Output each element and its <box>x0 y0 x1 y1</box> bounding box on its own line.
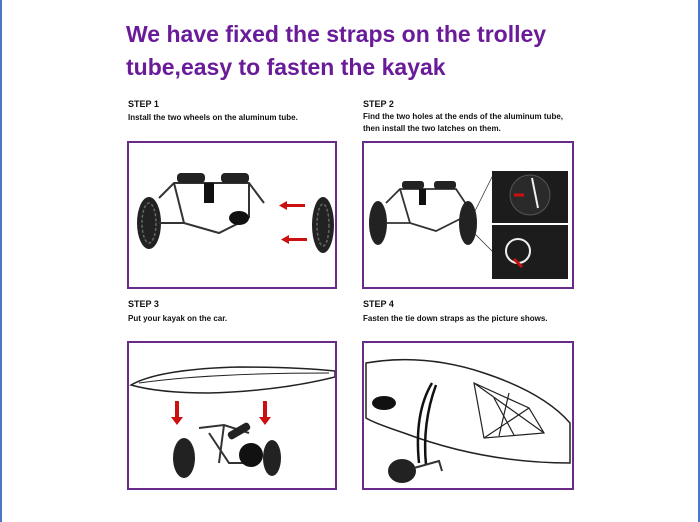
left-wheel <box>173 438 195 478</box>
page-title: We have fixed the straps on the trolley … <box>126 21 547 80</box>
trolley-frame <box>385 188 469 232</box>
right-edge-line <box>698 0 700 522</box>
trolley-pads <box>402 181 456 205</box>
step-2-description: Find the two holes at the ends of the al… <box>363 112 564 133</box>
kayak-shape <box>365 358 571 464</box>
trolley-pads <box>227 422 263 467</box>
right-wheel <box>263 440 281 476</box>
tie-down-strap <box>416 382 438 466</box>
right-wheel <box>459 201 477 245</box>
trolley-wheel <box>388 459 443 483</box>
kayak-shape <box>129 366 335 394</box>
step-3-illustration <box>127 341 337 490</box>
step-2-illustration <box>362 141 574 289</box>
step-1-description: Install the two wheels on the aluminum t… <box>128 113 298 122</box>
step-2-label: STEP 2 <box>363 99 394 109</box>
left-wheel <box>137 197 161 249</box>
down-arrows <box>171 401 271 425</box>
step-1-illustration <box>127 141 337 289</box>
left-wheel <box>369 201 387 245</box>
step-4-description: Fasten the tie down straps as the pictur… <box>363 314 548 323</box>
right-wheel <box>312 197 334 253</box>
callout-lines <box>473 172 495 254</box>
deck-lines <box>473 381 546 439</box>
latch-detail-top <box>492 171 568 223</box>
direction-arrows <box>279 201 307 244</box>
step-4-illustration <box>362 341 574 490</box>
step-4-label: STEP 4 <box>363 299 394 309</box>
latch-detail-bottom <box>492 225 568 279</box>
trolley-pads <box>177 173 249 225</box>
step-1-label: STEP 1 <box>128 99 159 109</box>
left-edge-line <box>0 0 2 522</box>
step-3-label: STEP 3 <box>128 299 159 309</box>
step-3-description: Put your kayak on the car. <box>128 314 228 323</box>
